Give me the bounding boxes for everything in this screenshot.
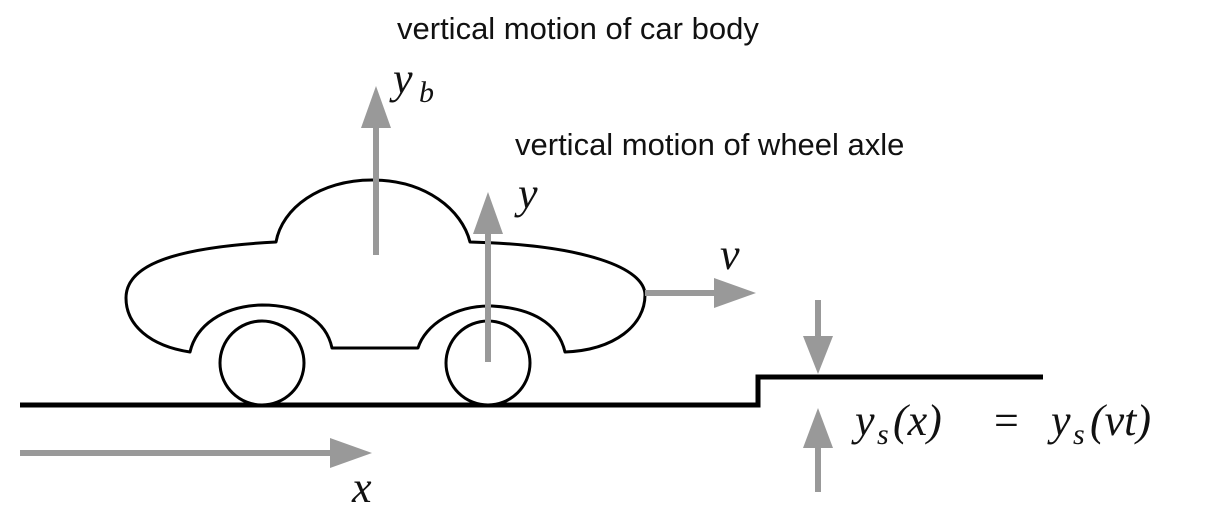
road-equation: y s (x) = y s (vt) bbox=[851, 396, 1151, 451]
body-motion-label: vertical motion of car body bbox=[397, 11, 759, 46]
velocity-symbol: v bbox=[720, 230, 740, 279]
velocity-arrow bbox=[645, 278, 756, 308]
axle-motion-arrow bbox=[473, 192, 503, 362]
body-motion-arrow bbox=[361, 86, 391, 255]
equation-lhs-argument: (x) bbox=[893, 396, 942, 445]
equation-lhs-symbol: y bbox=[851, 396, 875, 445]
equation-rhs-subscript: s bbox=[1073, 418, 1085, 451]
y-body-base: y bbox=[389, 54, 413, 103]
step-height-arrow-up bbox=[803, 408, 833, 492]
equation-equals: = bbox=[994, 396, 1019, 445]
road-profile bbox=[20, 374, 1043, 408]
y-body-subscript: b bbox=[419, 76, 434, 109]
step-height-arrow-down bbox=[803, 300, 833, 374]
axle-motion-label: vertical motion of wheel axle bbox=[515, 127, 904, 162]
y-axle-symbol: y bbox=[514, 169, 538, 218]
equation-lhs-subscript: s bbox=[877, 418, 889, 451]
position-arrow bbox=[20, 438, 372, 468]
y-body-symbol: y b bbox=[389, 54, 434, 109]
equation-rhs-argument: (vt) bbox=[1090, 396, 1151, 445]
equation-rhs-symbol: y bbox=[1047, 396, 1071, 445]
rear-wheel bbox=[218, 319, 306, 407]
car-body-outline bbox=[124, 178, 647, 354]
position-symbol: x bbox=[351, 463, 372, 512]
